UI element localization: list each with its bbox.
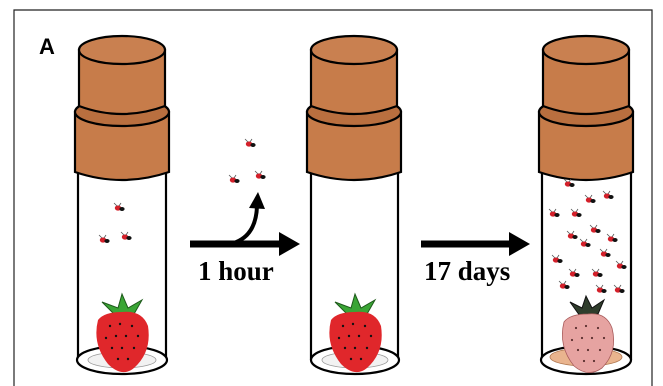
fruit-fly-icon — [603, 191, 614, 199]
fruit-fly-icon — [580, 239, 591, 247]
fruit-fly-icon — [616, 261, 627, 269]
step-1-hour — [190, 139, 300, 256]
fruit-fly-icon — [614, 285, 625, 293]
fruit-fly-icon — [99, 235, 110, 243]
vial-after-1-hour — [307, 36, 401, 374]
cork-stopper-icon — [75, 36, 169, 180]
fruit-fly-icon — [590, 225, 601, 233]
fruit-fly-icon — [114, 203, 125, 211]
fruit-fly-icon — [549, 209, 560, 217]
fruit-fly-icon — [559, 281, 570, 289]
fruit-fly-icon — [607, 234, 618, 242]
fruit-fly-icon — [596, 285, 607, 293]
step-label-17-days: 17 days — [424, 256, 510, 287]
fruit-fly-icon — [229, 175, 240, 183]
fruit-fly-icon — [600, 249, 611, 257]
step-17-days — [421, 232, 530, 256]
fruit-fly-icon — [567, 231, 578, 239]
fruit-fly-icon — [585, 195, 596, 203]
fruit-fly-icon — [569, 269, 580, 277]
fruit-fly-icon — [121, 232, 132, 240]
strawberry-icon — [562, 296, 613, 373]
fruit-fly-icon — [245, 139, 256, 147]
fruit-fly-icon — [592, 269, 603, 277]
curved-up-arrow — [230, 206, 257, 244]
step-label-1-hour: 1 hour — [198, 256, 274, 287]
fruit-fly-icon — [255, 171, 266, 179]
vial-start — [75, 36, 169, 374]
fruit-fly-icon — [552, 255, 563, 263]
vial-after-17-days — [539, 36, 633, 374]
cork-stopper-icon — [307, 36, 401, 180]
cork-stopper-icon — [539, 36, 633, 180]
fruit-fly-icon — [571, 209, 582, 217]
panel-label: A — [39, 34, 55, 60]
